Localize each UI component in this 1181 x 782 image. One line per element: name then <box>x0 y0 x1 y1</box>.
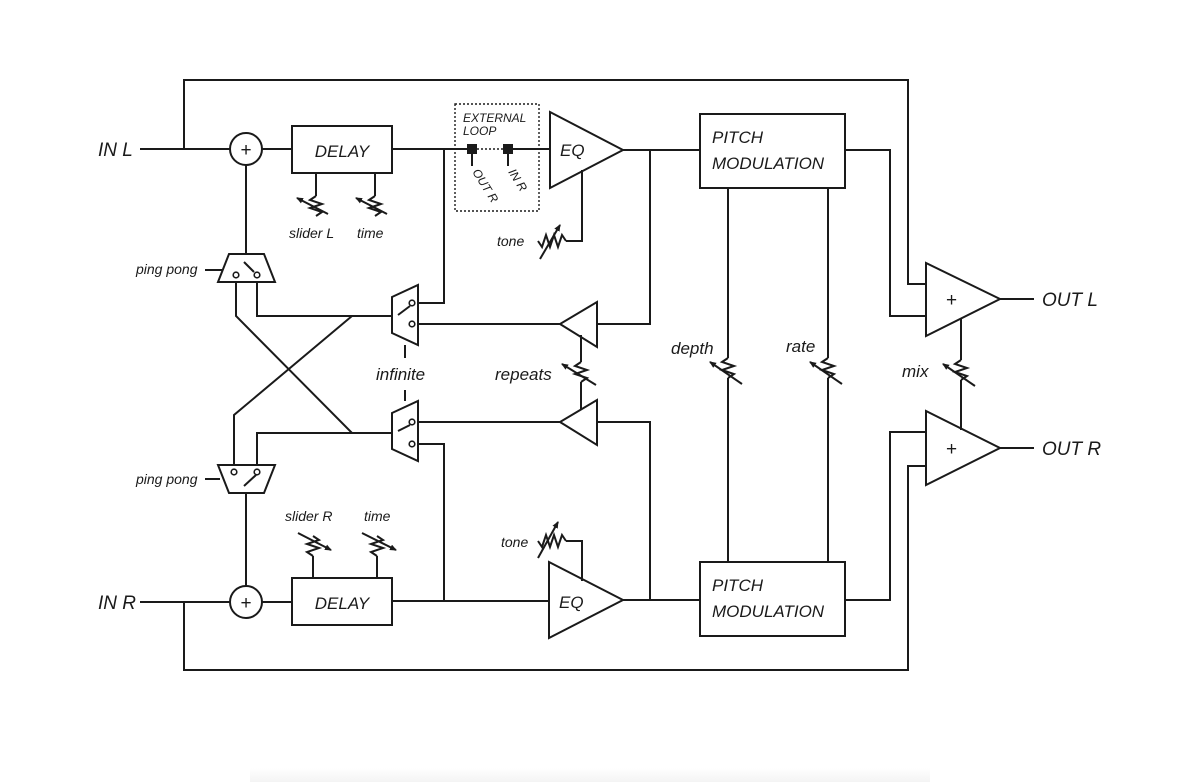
out-r-jack-label: OUT R <box>469 166 501 205</box>
bypass-wire-top <box>183 79 926 285</box>
delay-bottom-to-infinite <box>419 443 445 601</box>
mixer-out-l: + <box>925 261 1003 338</box>
in-r-label: IN R <box>98 593 136 614</box>
depth-label: depth <box>671 339 714 358</box>
time-pot-bottom[interactable] <box>361 532 397 578</box>
infinite-switch-top[interactable] <box>391 283 419 358</box>
ping-pong-label-top: ping pong <box>135 261 198 277</box>
bottom-fade <box>250 768 930 782</box>
feedback-amp-top <box>558 300 598 349</box>
in-l-label: IN L <box>98 140 133 161</box>
bypass-wire-bottom <box>183 465 926 671</box>
mixer-out-r: + <box>925 409 1003 487</box>
pingpong-top-straight <box>256 282 392 317</box>
svg-text:+: + <box>240 593 251 614</box>
external-loop-line2: LOOP <box>463 124 496 138</box>
delay-block-bottom: DELAY <box>291 577 393 626</box>
pingpong-top-cross <box>235 282 392 434</box>
pingpong-bottom-cross <box>233 315 353 465</box>
external-loop: EXTERNAL LOOP OUT R IN R <box>454 103 540 212</box>
svg-text:+: + <box>946 439 957 460</box>
feedback-tap-bottom <box>597 421 651 600</box>
rate-label: rate <box>786 337 815 356</box>
ping-pong-switch-top[interactable] <box>216 253 277 283</box>
eq-block-bottom: EQ <box>548 560 626 640</box>
tone-pot-bottom[interactable] <box>537 521 583 581</box>
feedback-tap-top <box>597 150 651 325</box>
mix-label: mix <box>902 362 929 381</box>
delay-top-to-infinite <box>419 149 445 304</box>
sum-node-bottom: + <box>229 585 263 619</box>
mix-pot[interactable] <box>942 318 976 430</box>
pitch-mod-block-top: PITCH MODULATION <box>699 113 846 189</box>
infinite-switch-bottom[interactable] <box>391 390 419 463</box>
svg-text:+: + <box>240 140 251 161</box>
rate-pot[interactable] <box>809 188 843 562</box>
out-r-label: OUT R <box>1042 439 1101 460</box>
slider-r-pot[interactable] <box>297 532 332 578</box>
in-r-jack[interactable] <box>503 144 513 154</box>
out-l-label: OUT L <box>1042 290 1098 311</box>
feedback-amp-bottom <box>558 398 598 447</box>
time-pot-top[interactable] <box>355 173 388 217</box>
external-loop-line1: EXTERNAL <box>463 111 526 125</box>
slider-l-pot[interactable] <box>296 173 329 217</box>
svg-text:EQ: EQ <box>559 593 584 612</box>
delay-block-top: DELAY <box>291 125 393 174</box>
slider-l-label: slider L <box>289 225 334 241</box>
pingpong-bottom-straight <box>256 432 352 465</box>
ping-pong-switch-bottom[interactable] <box>216 464 277 494</box>
svg-text:PITCH: PITCH <box>712 576 764 595</box>
slider-r-label: slider R <box>285 508 332 524</box>
svg-text:MODULATION: MODULATION <box>712 602 825 621</box>
svg-text:DELAY: DELAY <box>315 594 371 613</box>
svg-text:PITCH: PITCH <box>712 128 764 147</box>
pitch-bottom-out-wire <box>845 431 926 601</box>
sum-node-top: + <box>229 132 263 166</box>
tone-label-top: tone <box>497 233 524 249</box>
ping-pong-label-bottom: ping pong <box>135 471 198 487</box>
eq-block-top: EQ <box>549 110 626 190</box>
out-r-jack[interactable] <box>467 144 477 154</box>
svg-text:DELAY: DELAY <box>315 142 371 161</box>
in-r-jack-label: IN R <box>505 166 530 194</box>
tone-pot-top[interactable] <box>537 170 583 260</box>
infinite-label: infinite <box>376 365 425 384</box>
time-label-top: time <box>357 225 384 241</box>
svg-text:MODULATION: MODULATION <box>712 154 825 173</box>
time-label-bottom: time <box>364 508 391 524</box>
depth-pot[interactable] <box>709 188 743 562</box>
svg-text:+: + <box>946 290 957 311</box>
svg-text:EQ: EQ <box>560 141 585 160</box>
tone-label-bottom: tone <box>501 534 528 550</box>
pitch-top-out-wire <box>845 149 926 317</box>
pitch-mod-block-bottom: PITCH MODULATION <box>699 561 846 637</box>
repeats-pot[interactable] <box>561 335 597 410</box>
repeats-label: repeats <box>495 365 552 384</box>
